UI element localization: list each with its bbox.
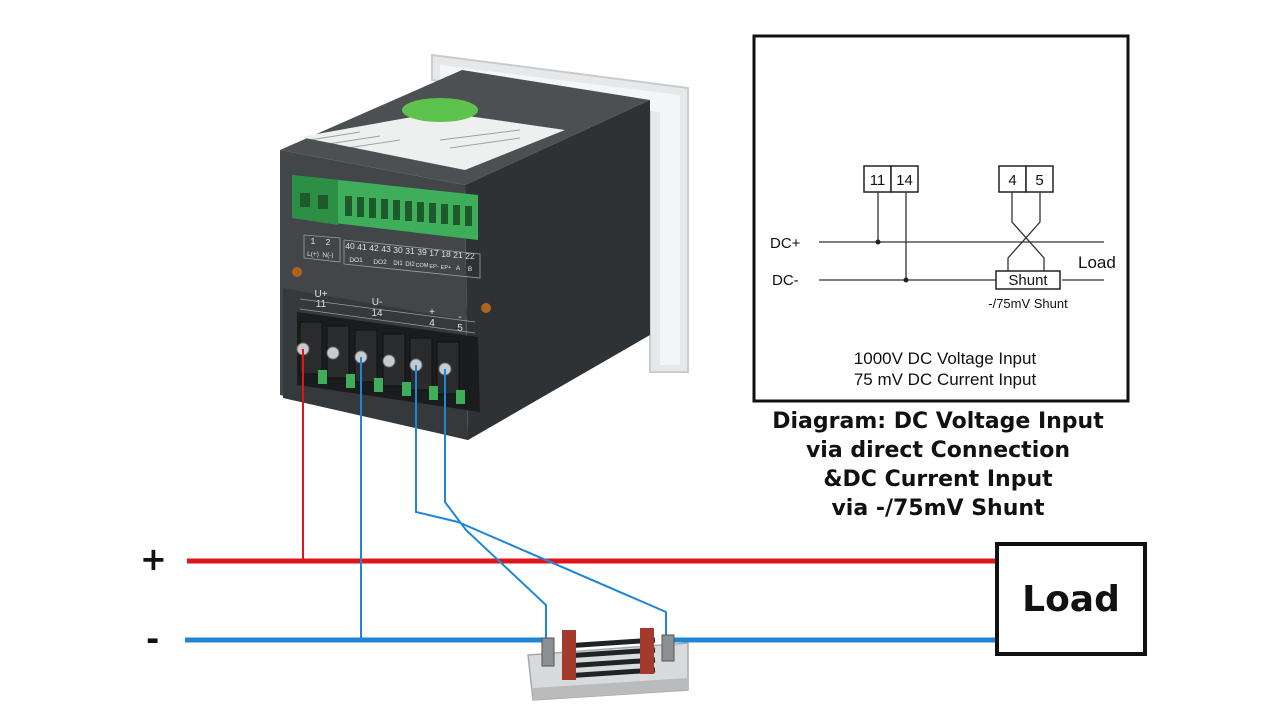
wires <box>185 349 996 643</box>
term-num-41: 41 <box>357 242 367 252</box>
term-num-22: 22 <box>465 251 475 261</box>
label-minus-5: - <box>458 312 461 323</box>
term-num-43: 43 <box>381 244 391 254</box>
negative-sign: - <box>146 620 160 658</box>
term-group-do1: DO1 <box>349 257 363 264</box>
term-num-42: 42 <box>369 243 379 253</box>
term-num-40: 40 <box>345 241 355 251</box>
schematic-line-current: 75 mV DC Current Input <box>854 370 1037 389</box>
term-num-2: 2 <box>326 237 331 247</box>
term-group-ep-plus: EP+ <box>441 265 452 271</box>
label-5: 5 <box>457 323 463 334</box>
term-group-a: A <box>456 265 461 272</box>
bottom-terminal-labels: U+ 11 U- 14 + 4 - 5 <box>314 289 463 334</box>
dc-plus-label: DC+ <box>770 235 801 252</box>
schematic-terminal-11: 11 <box>870 172 886 189</box>
schematic-inset: 11 14 4 5 DC+ DC- Load Shunt -/75mV Shun… <box>752 34 1130 403</box>
caption-line-2: via direct Connection <box>805 438 1071 463</box>
shunt-label: Shunt <box>1008 272 1048 289</box>
label-u-minus: U- <box>372 297 383 308</box>
schematic-terminal-5: 5 <box>1035 172 1043 189</box>
shunt-resistor <box>527 628 689 701</box>
term-num-21: 21 <box>453 250 463 260</box>
term-group-l: L(+) <box>307 251 319 258</box>
term-group-com: COM <box>416 263 429 269</box>
schematic-terminals: 11 14 4 5 <box>863 165 1054 193</box>
term-group-ep-minus: EP- <box>429 264 438 270</box>
term-group-n: N(-) <box>322 252 333 259</box>
positive-sign: + <box>140 540 167 578</box>
caption-line-1: Diagram: DC Voltage Input <box>772 409 1104 434</box>
term-group-do2: DO2 <box>373 259 387 266</box>
dc-minus-label: DC- <box>772 272 799 289</box>
schematic-line-voltage: 1000V DC Voltage Input <box>854 349 1037 368</box>
load-box: Load <box>995 542 1147 656</box>
diagram-caption: Diagram: DC Voltage Input via direct Con… <box>760 407 1116 523</box>
caption-line-4: via -/75mV Shunt <box>831 496 1045 521</box>
sticker-green-label <box>402 98 478 122</box>
term-num-18: 18 <box>441 249 451 259</box>
schematic-load-label: Load <box>1078 253 1116 272</box>
term-num-17: 17 <box>429 248 439 258</box>
label-14: 14 <box>371 308 383 319</box>
caption-line-3: &DC Current Input <box>823 467 1053 492</box>
shunt-note: -/75mV Shunt <box>988 296 1068 311</box>
term-num-31: 31 <box>405 246 415 256</box>
wire-terminal-4 <box>415 365 667 640</box>
wire-terminal-5 <box>444 369 547 640</box>
term-group-di1: DI1 <box>393 261 403 267</box>
label-4: 4 <box>429 318 435 329</box>
label-plus-4: + <box>429 307 435 318</box>
top-terminal-labels: 1 2 40 41 42 43 30 31 39 17 18 21 22 L(+… <box>307 236 475 273</box>
label-11: 11 <box>316 299 327 310</box>
meter-device: 1 2 40 41 42 43 30 31 39 17 18 21 22 L(+… <box>280 53 689 440</box>
label-u-plus: U+ <box>314 289 327 300</box>
green-terminal-block <box>292 175 478 240</box>
term-group-b: B <box>468 266 472 273</box>
term-num-1: 1 <box>311 236 316 246</box>
schematic-terminal-14: 14 <box>896 172 913 189</box>
term-num-30: 30 <box>393 245 403 255</box>
term-num-39: 39 <box>417 247 427 257</box>
load-box-label: Load <box>1022 578 1120 620</box>
schematic-terminal-4: 4 <box>1008 172 1016 189</box>
term-group-di2: DI2 <box>405 262 415 268</box>
